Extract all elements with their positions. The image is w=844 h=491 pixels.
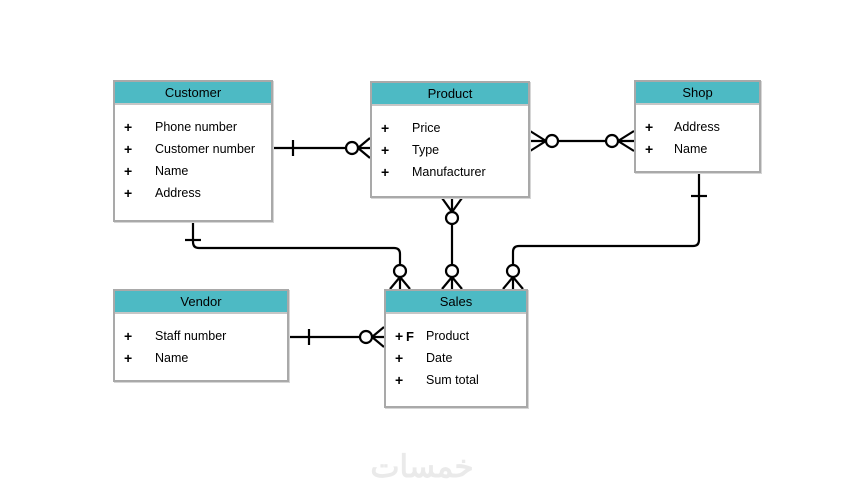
attribute-row: + Price <box>372 117 528 139</box>
plus-icon: + <box>124 141 133 157</box>
attribute-label: Address <box>155 186 201 200</box>
plus-icon: + <box>381 142 390 158</box>
plus-icon: + <box>395 350 404 366</box>
plus-icon: + <box>124 163 133 179</box>
plus-icon: + <box>124 350 133 366</box>
entity-customer[interactable]: Customer + Phone number + Customer numbe… <box>113 80 273 222</box>
attribute-label: Address <box>674 120 720 134</box>
entity-shop-body: + Address + Name <box>636 105 759 160</box>
attribute-label: Name <box>155 164 189 178</box>
attribute-row: + Date <box>386 347 526 369</box>
khamsat-watermark: خمسات <box>370 449 474 484</box>
entity-shop[interactable]: Shop + Address + Name <box>634 80 761 173</box>
plus-icon: + <box>381 120 390 136</box>
attribute-row: + Name <box>115 347 287 369</box>
plus-icon: + <box>395 372 404 388</box>
connector-vendor-sales <box>289 326 385 348</box>
attribute-label: Product <box>426 329 470 343</box>
attribute-label: Phone number <box>155 120 238 134</box>
attribute-label: Customer number <box>155 142 256 156</box>
plus-icon: + <box>124 185 133 201</box>
entity-product[interactable]: Product + Price + Type + Manufacturer <box>370 81 530 198</box>
entity-sales[interactable]: Sales + F Product + Date + Sum total <box>384 289 528 408</box>
attribute-row: + Address <box>115 182 271 204</box>
entity-product-body: + Price + Type + Manufacturer <box>372 106 528 183</box>
entity-customer-title: Customer <box>115 82 271 105</box>
entity-product-title: Product <box>372 83 528 106</box>
entity-customer-body: + Phone number + Customer number + Name … <box>115 105 271 204</box>
entity-shop-title: Shop <box>636 82 759 105</box>
attribute-label: Name <box>155 351 189 365</box>
attribute-label: Price <box>412 121 441 135</box>
entity-vendor-title: Vendor <box>115 291 287 314</box>
attribute-row: + Name <box>636 138 759 160</box>
attribute-label: Staff number <box>155 329 227 343</box>
attribute-row: + Sum total <box>386 369 526 391</box>
attribute-label: Type <box>412 143 440 157</box>
attribute-label: Sum total <box>426 373 479 387</box>
attribute-row: + Customer number <box>115 138 271 160</box>
attribute-row: + Name <box>115 160 271 182</box>
plus-icon: + <box>381 164 390 180</box>
attribute-row: + Address <box>636 116 759 138</box>
connector-product-shop <box>529 130 635 152</box>
attribute-row: + Manufacturer <box>372 161 528 183</box>
connector-customer-product <box>273 137 371 159</box>
connector-shop-sales <box>502 173 707 290</box>
entity-vendor[interactable]: Vendor + Staff number + Name <box>113 289 289 382</box>
connector-customer-sales <box>185 222 411 290</box>
plus-icon: + <box>395 328 404 344</box>
attribute-label: Date <box>426 351 453 365</box>
attribute-row: + Phone number <box>115 116 271 138</box>
attribute-row: + F Product <box>386 325 526 347</box>
plus-icon: + <box>645 119 654 135</box>
attribute-row: + Type <box>372 139 528 161</box>
attribute-label: Manufacturer <box>412 165 486 179</box>
entity-vendor-body: + Staff number + Name <box>115 314 287 369</box>
attribute-row: + Staff number <box>115 325 287 347</box>
plus-icon: + <box>124 328 133 344</box>
entity-sales-body: + F Product + Date + Sum total <box>386 314 526 391</box>
connector-product-sales <box>441 197 463 290</box>
foreign-key-marker: F <box>406 328 414 344</box>
plus-icon: + <box>124 119 133 135</box>
entity-sales-title: Sales <box>386 291 526 314</box>
attribute-label: Name <box>674 142 708 156</box>
plus-icon: + <box>645 141 654 157</box>
